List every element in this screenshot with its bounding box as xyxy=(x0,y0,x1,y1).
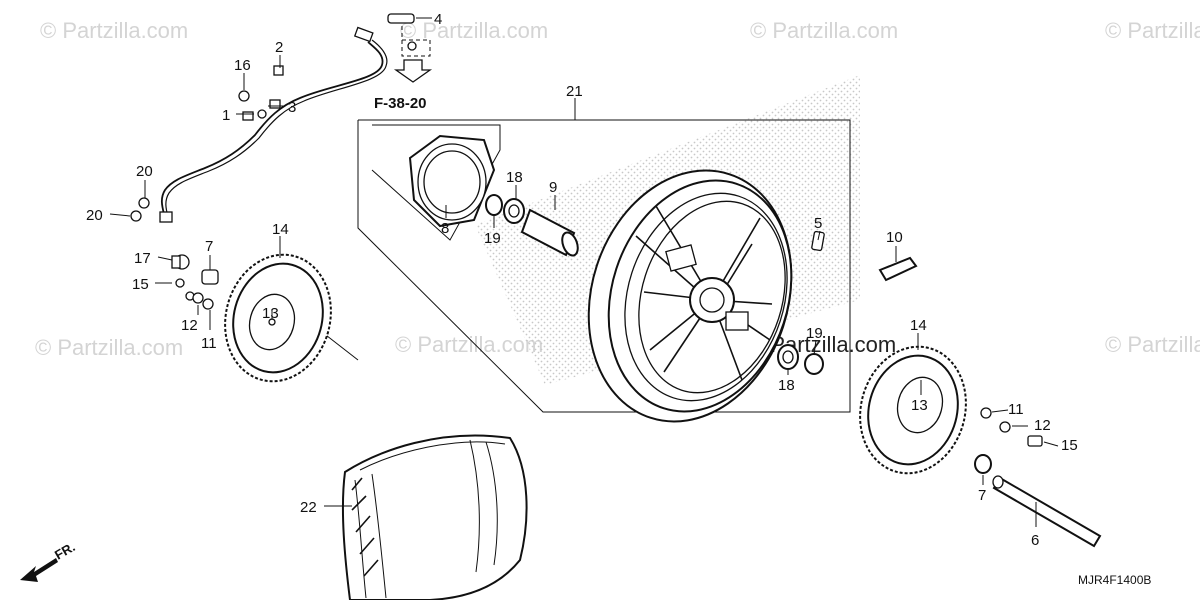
brake-disc-right xyxy=(859,345,967,475)
diagram-code: MJR4F1400B xyxy=(1078,573,1151,587)
watermark-mid-far-right: © Partzilla.com xyxy=(1105,332,1200,357)
watermark-top-far-right: © Partzilla.com xyxy=(1105,18,1200,43)
balance-weight xyxy=(878,256,918,282)
callout-22: 22 xyxy=(300,499,317,516)
callout-10: 10 xyxy=(886,229,903,246)
callout-12-right: 12 xyxy=(1034,417,1051,434)
callout-12-left: 12 xyxy=(181,317,198,334)
callout-3: 3 xyxy=(288,99,296,116)
callouts: 1 2 3 4 5 6 7 7 8 9 10 11 11 12 12 13 13… xyxy=(86,11,1078,549)
callout-1: 1 xyxy=(222,107,230,124)
brake-disc-left xyxy=(224,253,332,383)
left-bearings xyxy=(485,194,525,224)
right-hardware xyxy=(974,407,1043,474)
callout-21: 21 xyxy=(566,83,583,100)
callout-16: 16 xyxy=(234,57,251,74)
callout-4: 4 xyxy=(434,11,442,28)
watermark-mid-center: © Partzilla.com xyxy=(395,332,543,357)
callout-18-right: 18 xyxy=(778,377,795,394)
callout-11-left: 11 xyxy=(201,335,217,352)
watermark-mid-left: © Partzilla.com xyxy=(35,335,183,360)
harness-hardware xyxy=(130,65,284,310)
callout-13-right: 13 xyxy=(911,397,928,414)
callout-15-left: 15 xyxy=(132,276,149,293)
callout-9: 9 xyxy=(549,179,557,196)
hub-plate xyxy=(371,124,501,241)
front-direction-arrow xyxy=(20,558,58,582)
watermark-top-center: © Partzilla.com xyxy=(400,18,548,43)
spacer-tube xyxy=(520,208,579,257)
callout-6: 6 xyxy=(1031,532,1039,549)
callout-7-right: 7 xyxy=(978,487,986,504)
callout-14-right: 14 xyxy=(910,317,927,334)
callout-17: 17 xyxy=(134,250,151,267)
callout-2: 2 xyxy=(275,39,283,56)
callout-14-left: 14 xyxy=(272,221,289,238)
watermark-top-right: © Partzilla.com xyxy=(750,18,898,43)
rear-wheel xyxy=(587,169,793,423)
callout-8: 8 xyxy=(441,220,449,237)
callout-13-left: 13 xyxy=(262,305,279,322)
callout-15-right: 15 xyxy=(1061,437,1078,454)
tire xyxy=(341,434,528,600)
callout-19-right: 19 xyxy=(806,325,823,342)
callout-5: 5 xyxy=(814,215,822,232)
axle xyxy=(992,475,1102,548)
sensor-connector xyxy=(387,13,432,57)
abs-sensor-harness xyxy=(159,26,388,223)
watermarks: © Partzilla.com © Partzilla.com © Partzi… xyxy=(35,18,1200,360)
callout-20-top: 20 xyxy=(136,163,153,180)
reference-arrow xyxy=(393,59,433,83)
callout-19-left: 19 xyxy=(484,230,501,247)
leader-lines xyxy=(109,17,1059,527)
callout-18-left: 18 xyxy=(506,169,523,186)
callout-20-left: 20 xyxy=(86,207,103,224)
disc-leader xyxy=(321,331,359,361)
watermark-top-left: © Partzilla.com xyxy=(40,18,188,43)
callout-7-left: 7 xyxy=(205,238,213,255)
reference-label: F-38-20 xyxy=(374,95,427,112)
callout-11-right: 11 xyxy=(1008,401,1024,418)
